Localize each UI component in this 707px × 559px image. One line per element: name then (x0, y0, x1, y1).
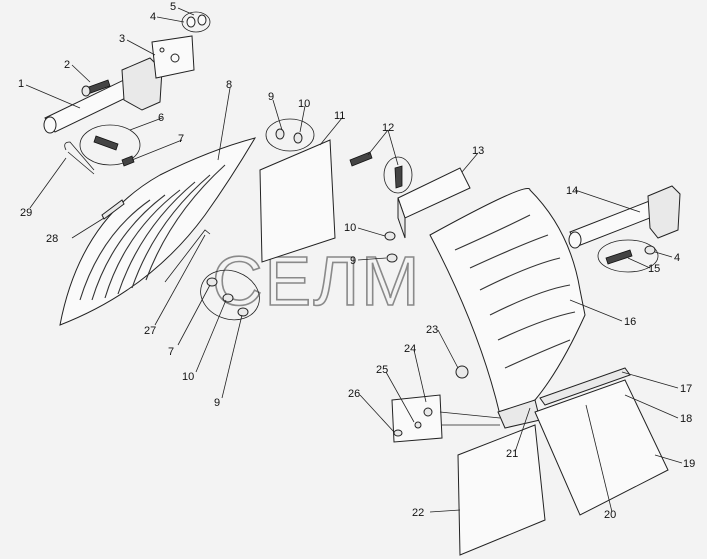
washers-4-5 (181, 11, 211, 33)
callout-10: 10 (298, 98, 310, 110)
callout-22: 22 (412, 507, 424, 519)
callout-4: 4 (150, 11, 156, 23)
callout-13: 13 (472, 145, 484, 157)
callout-14: 14 (566, 185, 578, 197)
callout-2: 2 (64, 59, 70, 71)
side-flap-22 (457, 424, 546, 556)
nut-23 (455, 365, 469, 379)
leader-lines (25, 7, 683, 513)
watermark: СЕЛМ (212, 242, 422, 320)
bolt-washer-15-4 (597, 239, 659, 273)
callout-16: 16 (624, 316, 636, 328)
callout-20: 20 (604, 509, 616, 521)
callout-8: 8 (226, 79, 232, 91)
bolt-12 (349, 151, 413, 194)
fastener-group-9-10-top (265, 118, 315, 152)
callout-10: 10 (182, 371, 194, 383)
bolt-2 (81, 79, 111, 97)
callout-19: 19 (683, 458, 695, 470)
bracket-27 (164, 229, 211, 283)
callout-18: 18 (680, 413, 692, 425)
callout-4: 4 (674, 252, 680, 264)
fastener-group-7-10-9 (200, 269, 260, 321)
callout-9: 9 (350, 255, 356, 267)
callout-12: 12 (382, 122, 394, 134)
callout-26: 26 (348, 388, 360, 400)
callout-10: 10 (344, 222, 356, 234)
callout-5: 5 (170, 1, 176, 13)
callout-1: 1 (18, 78, 24, 90)
left-mudguard (59, 137, 257, 326)
callout-7: 7 (168, 346, 174, 358)
callout-28: 28 (46, 233, 58, 245)
bracket-13 (397, 167, 471, 239)
callout-21: 21 (506, 448, 518, 460)
callout-9: 9 (214, 397, 220, 409)
callout-29: 29 (20, 207, 32, 219)
cover-plate-11 (259, 139, 336, 263)
detail-box-24-26 (391, 394, 501, 443)
callout-9: 9 (268, 91, 274, 103)
callout-3: 3 (119, 33, 125, 45)
callout-23: 23 (426, 324, 438, 336)
callout-11: 11 (334, 110, 345, 122)
right-mounting-bracket (568, 185, 681, 249)
callout-24: 24 (404, 343, 416, 355)
left-mounting-bracket (43, 35, 195, 134)
callout-15: 15 (648, 263, 660, 275)
fastener-group-9-10-mid (384, 231, 398, 263)
callout-7: 7 (178, 133, 184, 145)
u-bolt-29 (64, 141, 95, 175)
callout-labels: 1 2 3 4 5 6 7 8 9 10 11 12 13 10 9 14 4 … (18, 1, 695, 521)
bolt-group-6-7 (79, 124, 141, 167)
callout-17: 17 (680, 383, 692, 395)
mudflap-19 (534, 379, 669, 516)
right-mudguard (429, 188, 586, 429)
callout-27: 27 (144, 325, 156, 337)
callout-6: 6 (158, 112, 164, 124)
callout-25: 25 (376, 364, 388, 376)
